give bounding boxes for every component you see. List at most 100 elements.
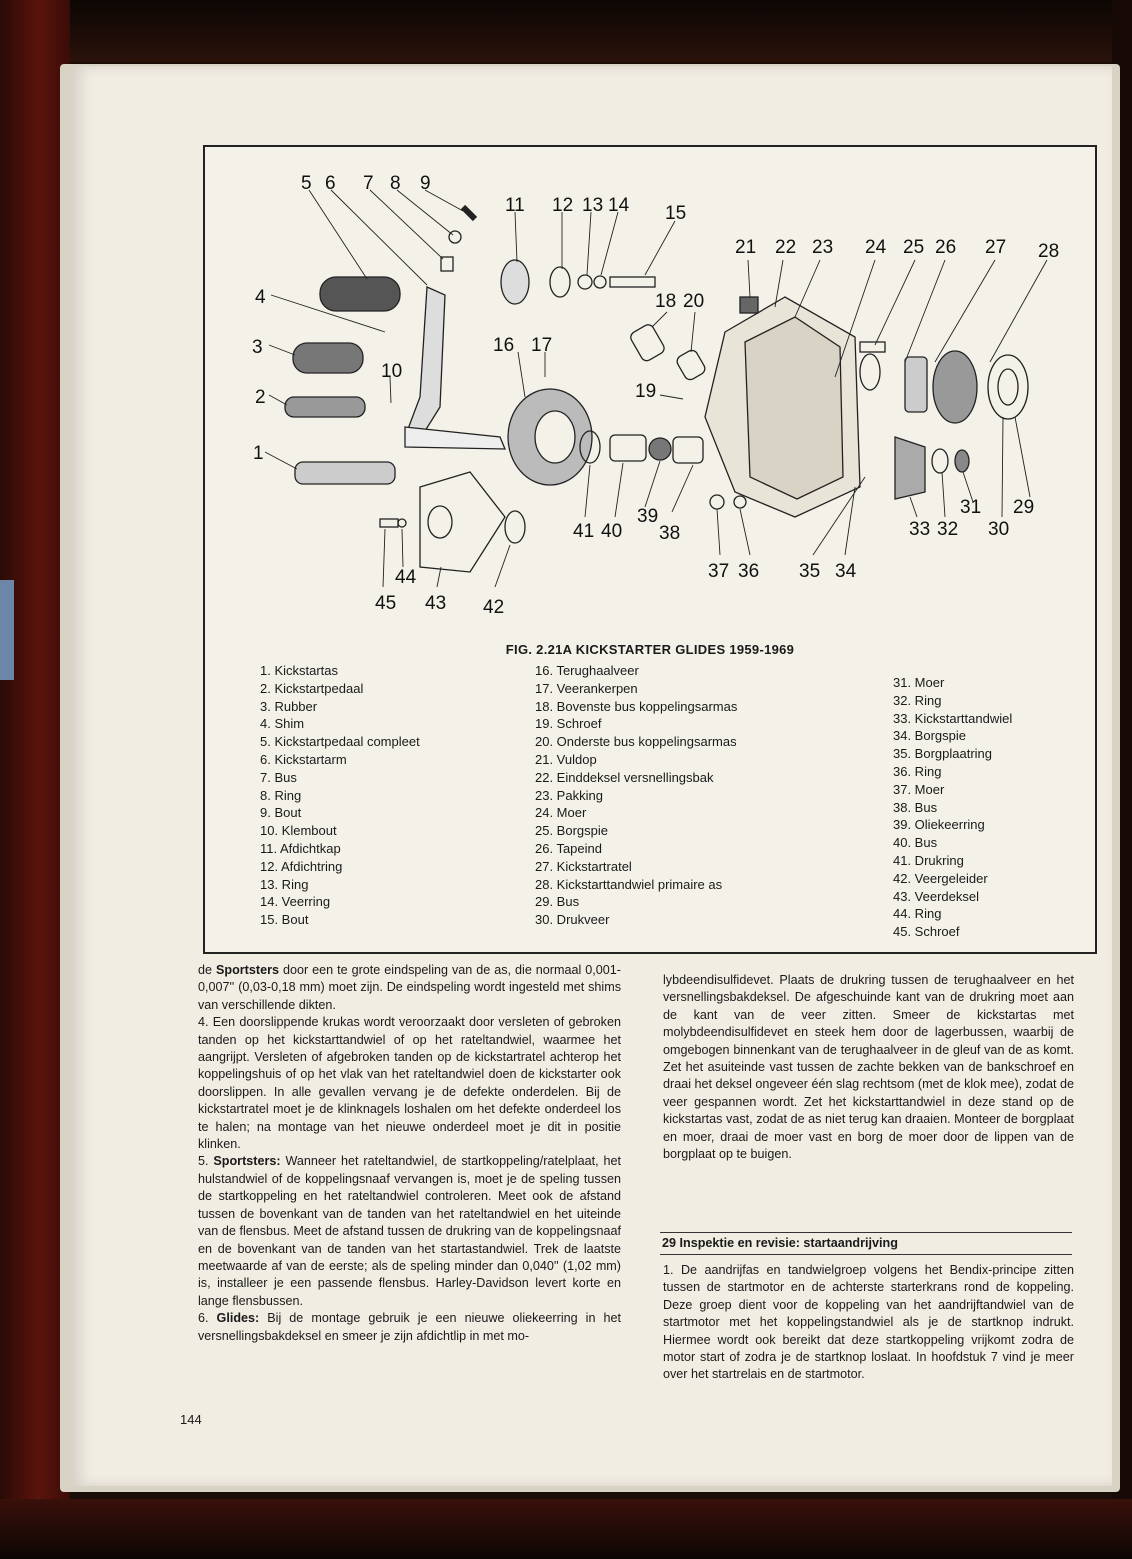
part-item: 38. Bus [893,799,938,815]
part-item: 7. Bus [260,769,297,785]
callout-37: 37 [708,561,729,582]
part-item: 45. Schroef [893,924,960,940]
part-item: 30. Drukveer [535,912,610,928]
paragraph: 6. Glides: Bij de montage gebruik je een… [198,1311,621,1343]
part-item: 36. Ring [893,763,942,779]
part-item: 33. Kickstarttandwiel [893,710,1013,726]
part-item: 17. Veerankerpen [535,680,638,696]
callout-38: 38 [659,523,680,544]
part-item: 13. Ring [260,876,309,892]
part-item: 24. Moer [535,805,587,821]
parts-list-col3: 31. Moer 32. Ring 33. Kickstarttandwiel … [893,674,1012,941]
callout-35: 35 [799,561,820,582]
part-item: 5. Kickstartpedaal compleet [260,734,420,750]
paragraph: 1. De aandrijfas en tandwielgroep volgen… [663,1263,1074,1382]
callout-18: 18 [655,291,676,312]
callout-20: 20 [683,291,704,312]
part-item: 19. Schroef [535,716,602,732]
photo-background-bottom [0,1499,1132,1559]
callout-13: 13 [582,195,603,216]
part-item: 28. Kickstarttandwiel primaire as [535,876,723,892]
callout-39: 39 [637,506,658,527]
paragraph: 4. Een doorslippende krukas wordt veroor… [198,1015,621,1152]
part-footpeg-rubber [319,276,401,312]
part-item: 15. Bout [260,912,309,928]
callout-45: 45 [375,593,396,614]
callout-7: 7 [363,173,374,194]
callout-10: 10 [381,361,402,382]
callout-34: 34 [835,561,857,582]
parts-list-col2: 16. Terughaalveer 17. Veerankerpen 18. B… [535,662,737,929]
callout-25: 25 [903,237,924,258]
photo-background-left [0,0,70,1559]
callout-21: 21 [735,237,756,258]
parts-list-col1: 1. Kickstartas 2. Kickstartpedaal 3. Rub… [260,662,420,929]
callout-33: 33 [909,519,930,540]
part-item: 27. Kickstartratel [535,858,632,874]
callout-3: 3 [252,337,263,358]
part-item: 23. Pakking [535,787,603,803]
figure-box: 5 6 7 8 9 11 12 13 14 15 21 22 23 24 25 … [203,145,1097,954]
callout-16: 16 [493,335,514,356]
callout-28: 28 [1038,241,1059,262]
part-item: 3. Rubber [260,698,318,714]
callout-4: 4 [255,287,266,308]
part-item: 43. Veerdeksel [893,888,980,904]
part-item: 12. Afdichtring [260,858,343,874]
part-item: 11. Afdichtkap [260,840,341,856]
part-item: 14. Veerring [260,894,331,910]
part-item: 26. Tapeind [535,840,602,856]
callout-27: 27 [985,237,1006,258]
callout-22: 22 [775,237,796,258]
callout-29: 29 [1013,497,1034,518]
part-item: 16. Terughaalveer [535,663,639,678]
section-text: 1. De aandrijfas en tandwielgroep volgen… [663,1262,1074,1384]
callout-30: 30 [988,519,1009,540]
part-item: 39. Oliekeerring [893,817,985,833]
part-item: 2. Kickstartpedaal [260,680,364,696]
part-item: 34. Borgspie [893,728,966,744]
part-item: 6. Kickstartarm [260,751,347,767]
part-item: 25. Borgspie [535,823,608,839]
callout-32: 32 [937,519,958,540]
background-object [0,580,14,680]
callout-42: 42 [483,597,504,618]
callout-44: 44 [395,567,417,588]
part-item: 35. Borgplaatring [893,746,993,762]
part-item: 21. Vuldop [535,751,597,767]
callout-24: 24 [865,237,887,258]
callout-26: 26 [935,237,956,258]
callout-36: 36 [738,561,759,582]
section-heading: 29 Inspektie en revisie: startaandrijvin… [660,1232,1072,1255]
callout-9: 9 [420,173,431,194]
callout-8: 8 [390,173,401,194]
part-item: 20. Onderste bus koppelingsarmas [535,734,737,750]
part-item: 40. Bus [893,835,938,851]
left-text-column: de Sportsters door een te grote eindspel… [198,962,621,1345]
callout-19: 19 [635,381,656,402]
callout-23: 23 [812,237,833,258]
callout-17: 17 [531,335,552,356]
callout-5: 5 [301,173,312,194]
part-item: 32. Ring [893,692,942,708]
part-item: 29. Bus [535,894,580,910]
figure-caption: FIG. 2.21A KICKSTARTER GLIDES 1959-1969 [505,642,795,657]
part-item: 18. Bovenste bus koppelingsarmas [535,698,738,714]
part-item: 31. Moer [893,675,945,690]
part-item: 41. Drukring [893,852,964,868]
part-item: 9. Bout [260,805,302,821]
callout-11: 11 [505,195,525,216]
callout-41: 41 [573,521,594,542]
page-number: 144 [180,1412,202,1427]
callout-15: 15 [665,203,686,224]
callout-40: 40 [601,521,622,542]
right-text-column: lybdeendisulfidevet. Plaats de drukring … [663,972,1074,1163]
part-item: 10. Klembout [260,823,337,839]
part-item: 42. Veergeleider [893,870,988,886]
paragraph: 5. Sportsters: Wanneer het rateltandwiel… [198,1154,621,1308]
photo-background-top [0,0,1132,62]
callout-1: 1 [253,443,264,464]
part-item: 4. Shim [260,716,305,732]
callout-12: 12 [552,195,573,216]
callout-6: 6 [325,173,336,194]
